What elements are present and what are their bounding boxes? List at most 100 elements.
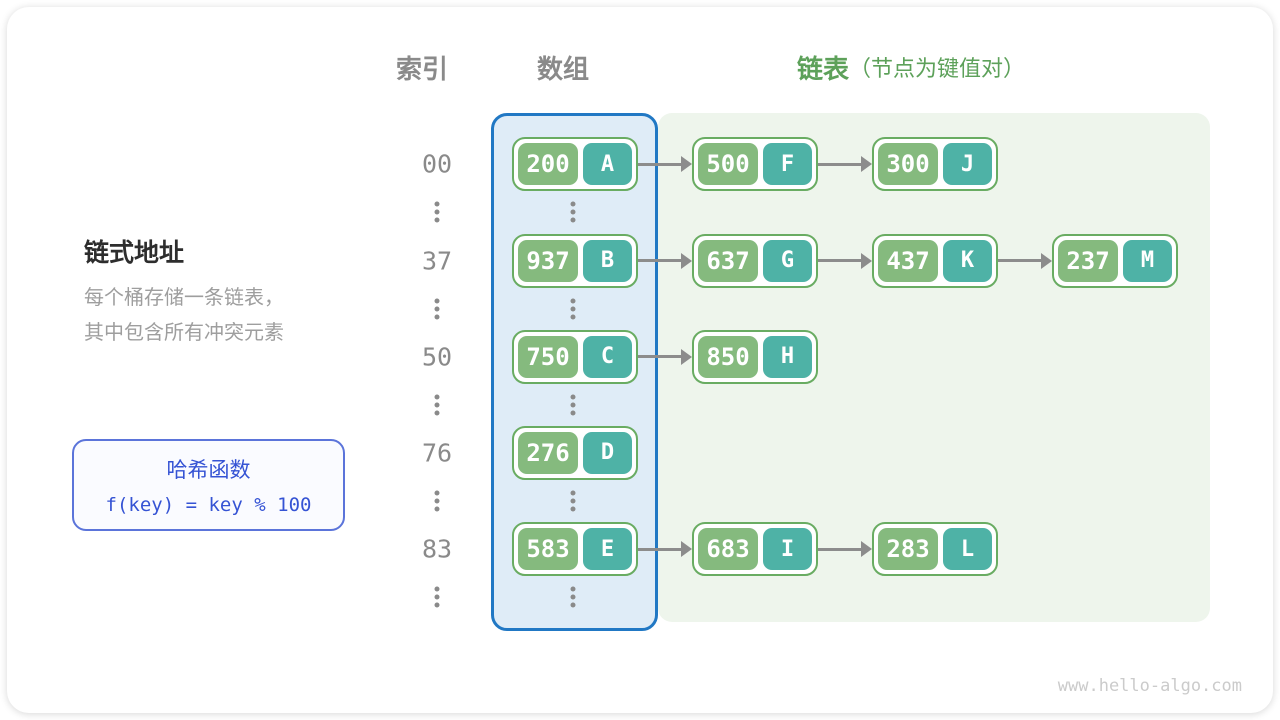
dot (434, 506, 440, 511)
dot (434, 209, 440, 215)
node-key: 283 (878, 528, 938, 570)
dot (570, 410, 576, 415)
dot (434, 314, 440, 319)
index-label: 00 (421, 149, 453, 179)
ellipsis-dots (434, 298, 440, 319)
node-key: 583 (518, 528, 578, 570)
header-list: 链表 （节点为键值对） (797, 54, 1025, 84)
dot (570, 201, 576, 207)
dot (570, 314, 576, 319)
index-label: 76 (421, 438, 453, 467)
node-key: 276 (518, 431, 578, 474)
dot (570, 490, 576, 495)
dot (570, 594, 576, 600)
dot (434, 602, 440, 608)
dot (570, 394, 576, 399)
node-value: D (583, 431, 632, 474)
arrow-connector (638, 547, 681, 551)
ellipsis-dots (434, 201, 440, 223)
header-list-label: 链表 (797, 54, 850, 84)
dot (570, 498, 576, 503)
arrow-connector (638, 355, 681, 358)
dot (570, 217, 576, 223)
node-value: I (763, 528, 812, 570)
node-key: 437 (878, 239, 938, 282)
node-value: B (583, 239, 632, 282)
hash-function-formula: f(key) = key % 100 (105, 494, 312, 516)
ellipsis-dots (570, 490, 576, 511)
node-key: 683 (698, 528, 758, 570)
dot (570, 402, 576, 407)
header-index: 索引 (395, 54, 449, 84)
ellipsis-dots (570, 586, 576, 608)
node-value: E (583, 528, 632, 570)
dot (434, 490, 440, 495)
dot (434, 586, 440, 592)
node-value: G (763, 239, 812, 282)
node-value: M (1123, 239, 1172, 282)
node-key: 850 (698, 335, 758, 378)
header-list-note: （节点为键值对） (849, 56, 1026, 81)
node-key: 200 (518, 143, 578, 185)
dot (570, 306, 576, 311)
node-key: 300 (878, 143, 938, 185)
node-value: J (943, 143, 992, 185)
hash-function-title: 哈希函数 (166, 459, 251, 482)
ellipsis-dots (434, 394, 440, 415)
index-label: 83 (421, 534, 453, 564)
dot (570, 298, 576, 303)
arrow-connector (818, 259, 861, 262)
dot (434, 298, 440, 303)
dot (434, 594, 440, 600)
ellipsis-dots (570, 201, 576, 223)
ellipsis-dots (570, 298, 576, 319)
section-description-line: 每个桶存储一条链表， (84, 287, 284, 309)
hash-function-box: 哈希函数 f(key) = key % 100 (72, 439, 345, 531)
arrow-connector (638, 162, 681, 166)
node-value: C (583, 335, 632, 378)
section-description: 每个桶存储一条链表， 其中包含所有冲突元素 (84, 281, 284, 351)
arrow-connector (818, 547, 861, 551)
dot (434, 217, 440, 223)
ellipsis-dots (434, 586, 440, 608)
ellipsis-dots (570, 394, 576, 415)
watermark: www.hello-algo.com (1057, 676, 1242, 696)
section-title: 链式地址 (84, 239, 185, 267)
node-key: 750 (518, 335, 578, 378)
ellipsis-dots (434, 490, 440, 511)
index-label: 50 (421, 342, 453, 371)
index-label: 37 (421, 246, 453, 275)
dot (434, 498, 440, 503)
node-key: 500 (698, 143, 758, 185)
dot (570, 506, 576, 511)
arrow-connector (638, 259, 681, 262)
node-value: F (763, 143, 812, 185)
dot (570, 586, 576, 592)
dot (434, 306, 440, 311)
dot (570, 602, 576, 608)
arrow-connector (818, 162, 861, 166)
dot (434, 402, 440, 407)
header-array: 数组 (536, 54, 590, 84)
section-description-line: 其中包含所有冲突元素 (84, 322, 284, 344)
node-value: H (763, 335, 812, 378)
node-key: 937 (518, 239, 578, 282)
node-value: A (583, 143, 632, 185)
dot (434, 394, 440, 399)
dot (570, 209, 576, 215)
node-value: K (943, 239, 992, 282)
arrow-connector (998, 259, 1041, 262)
node-value: L (943, 528, 992, 570)
